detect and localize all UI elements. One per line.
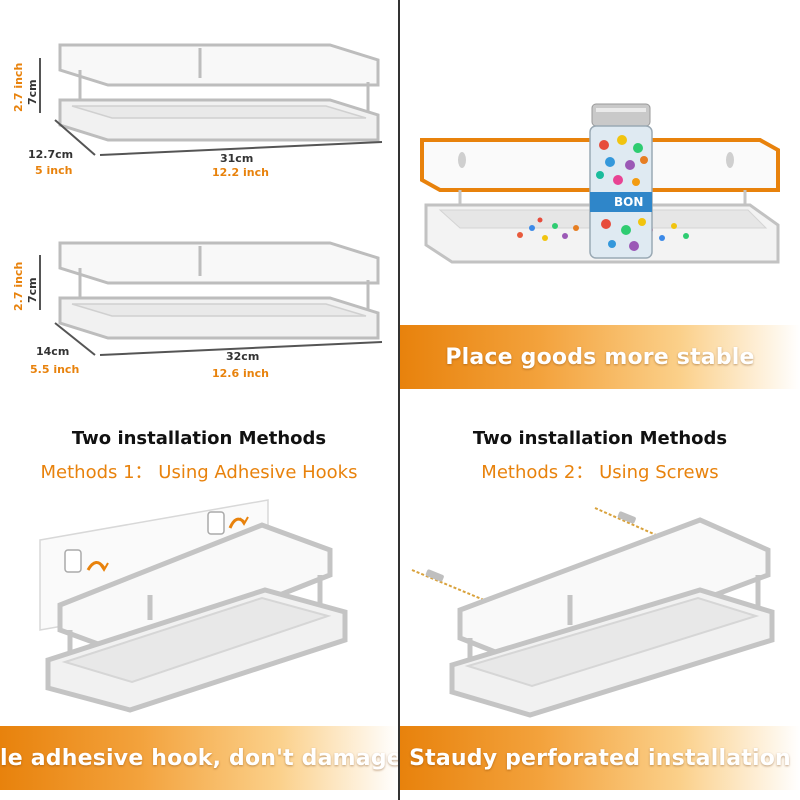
- stability-banner-text: Place goods more stable: [445, 344, 755, 370]
- depth-cm-label: 14cm: [36, 345, 70, 358]
- depth-inch-label: 5 inch: [35, 164, 73, 177]
- jar-label: BON: [614, 195, 644, 209]
- shelf-drawing-31cm: [39, 43, 383, 156]
- method-1-subtitle: Methods 1： Using Adhesive Hooks: [40, 462, 358, 483]
- height-inch-label: 2.7 inch: [12, 261, 25, 311]
- adhesive-shelf-illustration: [39, 499, 348, 713]
- screw-banner-text: Staudy perforated installation: [409, 745, 791, 771]
- dimension-panel-32cm: 7cm 2.7 inch 14cm 5.5 inch 32cm 12.6 inc…: [0, 205, 400, 402]
- adhesive-hook-left: [64, 549, 109, 573]
- length-inch-label: 12.6 inch: [212, 367, 269, 380]
- bead-jar: [589, 103, 653, 259]
- screw-method-panel: Two installation Methods Methods 2： Usin…: [398, 400, 800, 800]
- shelf-drawing-32cm: [39, 241, 383, 356]
- stability-banner: Place goods more stable: [400, 325, 800, 389]
- installation-title: Two installation Methods: [472, 428, 728, 449]
- method-2-subtitle: Methods 2： Using Screws: [481, 462, 719, 483]
- depth-inch-label: 5.5 inch: [30, 363, 80, 376]
- dimension-panel-31cm: 7cm 2.7 inch 12.7cm 5 inch 31cm 12.2 inc…: [0, 0, 400, 207]
- adhesive-banner: Simple adhesive hook, don't damage wall: [0, 726, 398, 790]
- installation-title: Two installation Methods: [71, 428, 327, 449]
- height-cm-label: 7cm: [26, 79, 39, 105]
- product-in-use-panel: BON Place goods more stable: [398, 0, 800, 402]
- screw-banner: Staudy perforated installation: [400, 726, 800, 790]
- length-cm-label: 32cm: [226, 350, 260, 363]
- adhesive-method-panel: Two installation Methods Methods 1： Usin…: [0, 400, 400, 800]
- adhesive-hook-right: [207, 511, 249, 535]
- length-inch-label: 12.2 inch: [212, 166, 269, 179]
- shelf-with-jar-illustration: [420, 103, 780, 264]
- length-cm-label: 31cm: [220, 152, 254, 165]
- height-cm-label: 7cm: [26, 277, 39, 303]
- depth-cm-label: 12.7cm: [28, 148, 74, 161]
- adhesive-banner-text: Simple adhesive hook, don't damage wall: [0, 745, 400, 771]
- screw-shelf-illustration: [411, 507, 775, 718]
- height-inch-label: 2.7 inch: [12, 62, 25, 112]
